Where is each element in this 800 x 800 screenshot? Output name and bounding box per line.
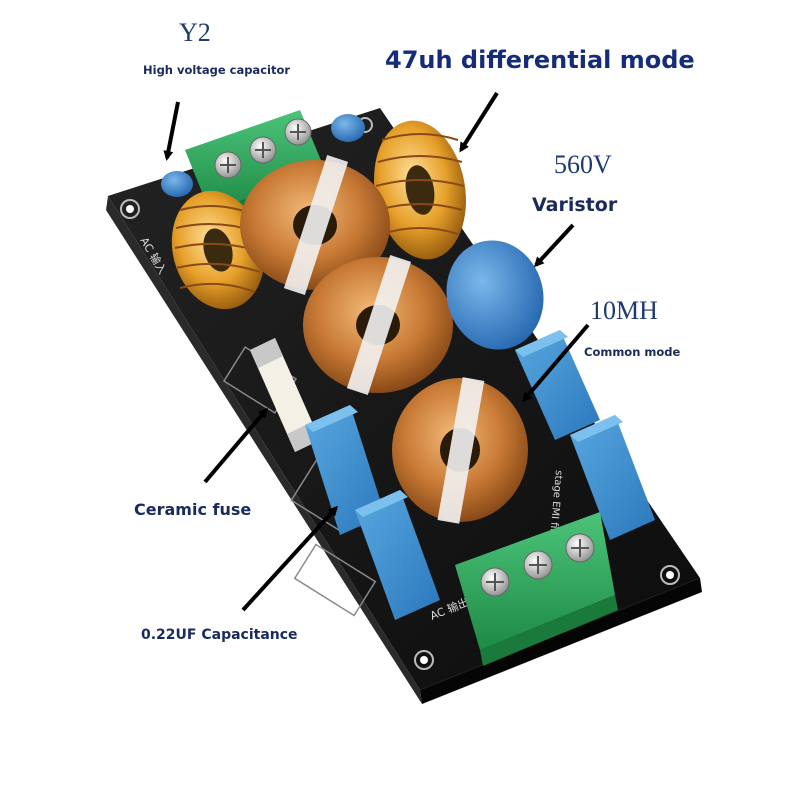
arrow-common-mode bbox=[522, 323, 590, 403]
common-mode-choke bbox=[303, 255, 453, 395]
common-mode-value-label: 10MH bbox=[590, 296, 658, 325]
arrow-y2 bbox=[163, 101, 180, 161]
output-terminal-block bbox=[455, 512, 618, 666]
arrow-differential bbox=[459, 91, 499, 153]
ceramic-fuse-label: Ceramic fuse bbox=[134, 500, 252, 519]
x2-capacitor bbox=[305, 405, 385, 535]
arrow-capacitance bbox=[241, 505, 339, 612]
differential-inductor bbox=[374, 120, 466, 260]
arrow-fuse bbox=[203, 407, 268, 484]
capacitance-label: 0.22UF Capacitance bbox=[141, 627, 298, 643]
varistor-name-label: Varistor bbox=[532, 194, 618, 216]
varistor-disc bbox=[446, 240, 544, 350]
varistor-value-label: 560V bbox=[554, 150, 612, 179]
y2-capacitor bbox=[161, 171, 193, 197]
common-mode-name-label: Common mode bbox=[584, 345, 681, 359]
common-mode-choke bbox=[240, 155, 390, 295]
arrow-varistor bbox=[533, 223, 575, 268]
x2-capacitor bbox=[570, 415, 655, 540]
y2-capacitor bbox=[331, 114, 365, 142]
x2-capacitor bbox=[515, 330, 600, 440]
common-mode-choke bbox=[392, 377, 528, 524]
y2-description: High voltage capacitor bbox=[143, 63, 291, 77]
x2-capacitor bbox=[355, 490, 440, 620]
y2-label: Y2 bbox=[179, 18, 211, 47]
differential-mode-label: 47uh differential mode bbox=[385, 46, 695, 74]
